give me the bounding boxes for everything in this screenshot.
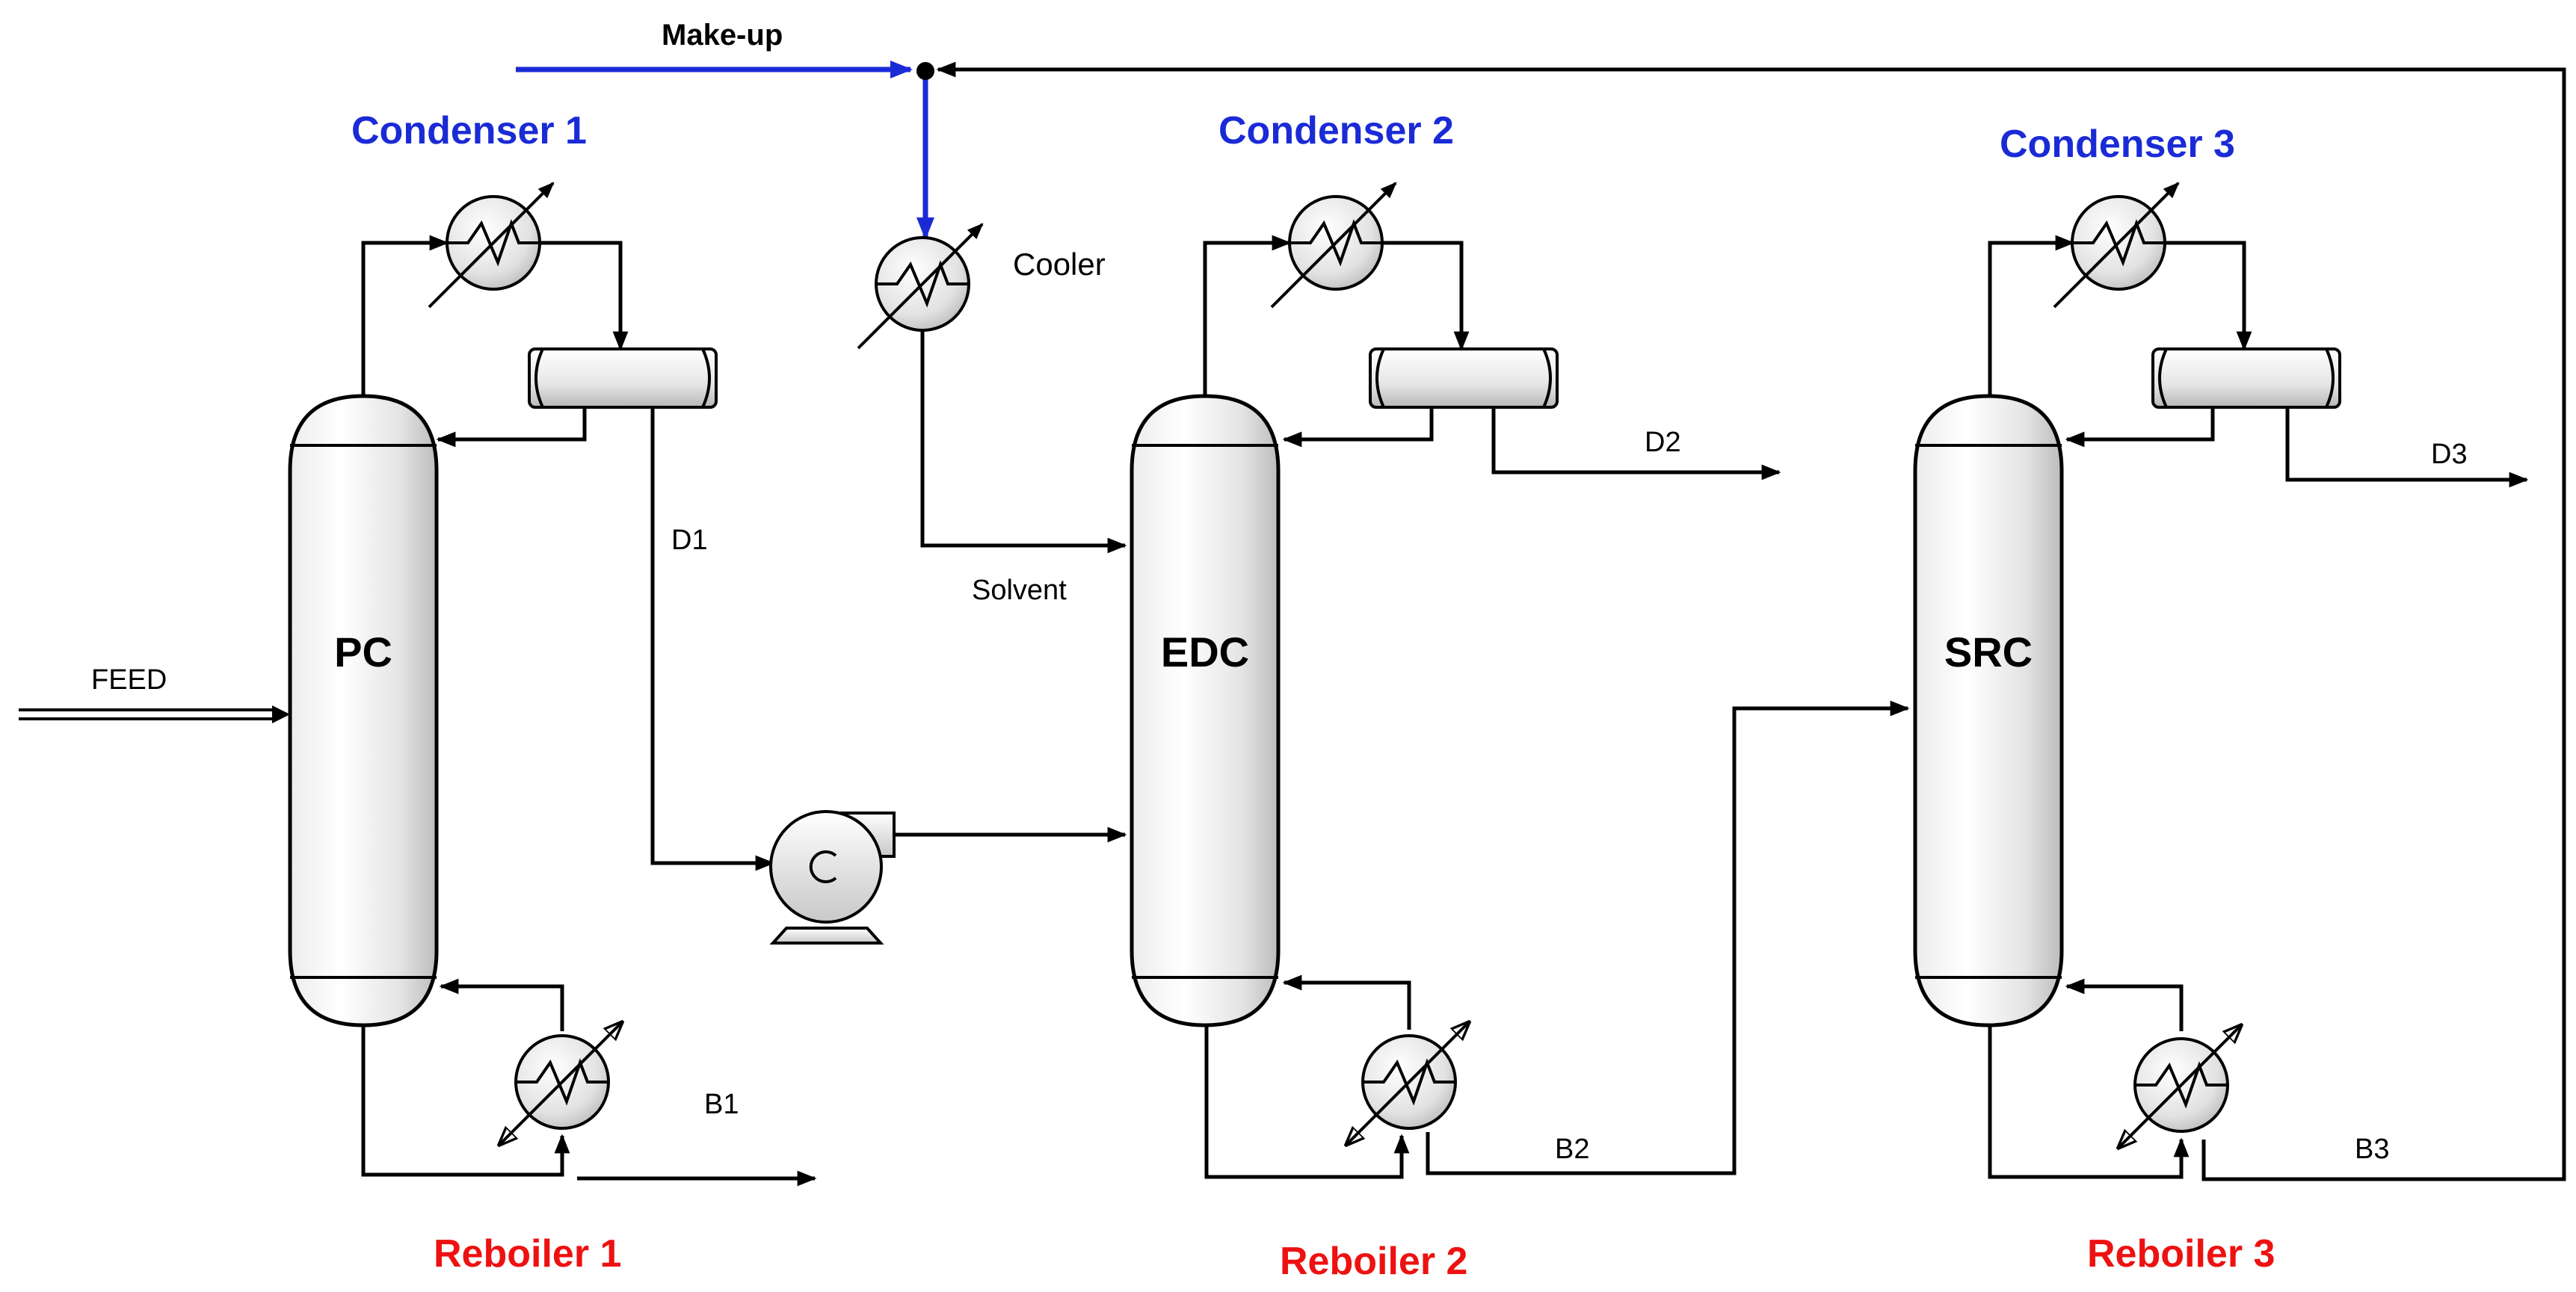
edc-reboiler-return	[1282, 974, 1411, 1030]
drum-right-cap	[2325, 348, 2335, 408]
reflux-drum-icon	[1369, 347, 1559, 409]
pump-base	[769, 927, 884, 945]
hx-arrow	[2053, 182, 2180, 309]
edc-bottoms-to-reboiler	[1204, 1025, 1410, 1179]
condenser-3[interactable]	[2053, 182, 2180, 309]
src-reboiler-return	[2065, 978, 2184, 1031]
reboiler-label-2: Reboiler 2	[1280, 1240, 1467, 1283]
equipment-label-cooler: Cooler	[1013, 247, 1106, 282]
mixer-node-icon	[916, 62, 934, 80]
src-reflux	[2065, 407, 2215, 448]
solvent-feed	[920, 329, 1127, 554]
reflux-drum-3[interactable]	[2151, 347, 2341, 409]
labels: PC EDC SRC Condenser 1 Condenser 2 Conde…	[91, 19, 2468, 1283]
column-label-pc: PC	[334, 628, 392, 676]
reboiler-3[interactable]	[2119, 1025, 2241, 1148]
stream-label-d2: D2	[1645, 427, 1681, 458]
hx-arrow	[1346, 1022, 1469, 1145]
reflux-drum-1[interactable]	[528, 347, 718, 409]
cooler[interactable]	[857, 223, 984, 350]
pc-reboiler-return	[439, 978, 564, 1031]
drum-right-cap	[1542, 348, 1552, 408]
piping	[19, 61, 2566, 1187]
b2-to-src	[1426, 700, 1910, 1175]
condenser2-to-drum	[1382, 241, 1470, 351]
stream-label-makeup: Make-up	[662, 19, 783, 52]
d1-to-pump	[650, 407, 775, 871]
edc-overhead-vapor	[1203, 235, 1292, 395]
stream-label-b1: B1	[704, 1089, 739, 1120]
column-pc[interactable]	[288, 394, 439, 1027]
pc-bottoms-to-reboiler	[361, 1025, 570, 1177]
src-overhead-vapor	[1988, 235, 2075, 395]
distillation-column-icon	[288, 394, 439, 1027]
condenser-2[interactable]	[1270, 182, 1397, 309]
condenser-1[interactable]	[428, 182, 555, 309]
condenser-label-3: Condenser 3	[2000, 123, 2235, 166]
pump-impeller	[809, 850, 837, 883]
reboiler-2[interactable]	[1346, 1022, 1469, 1145]
pump[interactable]	[769, 810, 896, 945]
condenser-label-2: Condenser 2	[1218, 109, 1454, 152]
distillation-column-icon	[1913, 394, 2064, 1027]
src-bottoms-to-reboiler	[1988, 1025, 2190, 1179]
edc-reflux	[1282, 407, 1434, 448]
pc-overhead-vapor	[361, 235, 449, 395]
distillation-column-icon	[1130, 394, 1281, 1027]
hx-arrow	[428, 182, 555, 309]
condenser1-to-drum	[540, 241, 629, 351]
reboiler-1[interactable]	[499, 1022, 622, 1145]
drum-left-cap	[2158, 348, 2168, 408]
condenser3-to-drum	[2164, 241, 2252, 351]
column-label-edc: EDC	[1161, 628, 1249, 676]
hx-arrow	[2119, 1025, 2241, 1148]
stream-label-d1: D1	[671, 525, 708, 556]
reflux-drum-icon	[528, 347, 718, 409]
stream-label-b2: B2	[1555, 1134, 1589, 1165]
stream-label-feed: FEED	[91, 664, 167, 696]
drum-left-cap	[534, 348, 544, 408]
drum-right-cap	[701, 348, 711, 408]
reboiler-label-3: Reboiler 3	[2087, 1232, 2275, 1276]
centrifugal-pump-icon	[769, 810, 883, 924]
reflux-drum-icon	[2151, 347, 2341, 409]
reboiler-label-1: Reboiler 1	[434, 1232, 621, 1276]
column-label-src: SRC	[1944, 628, 2033, 676]
reflux-drum-2[interactable]	[1369, 347, 1559, 409]
hx-arrow	[499, 1022, 622, 1145]
d2-product	[1491, 407, 1781, 480]
column-edc[interactable]	[1130, 394, 1281, 1027]
solvent-recycle	[936, 61, 2566, 1181]
stream-label-b3: B3	[2355, 1134, 2389, 1165]
d3-product	[2285, 407, 2529, 488]
hx-arrow	[857, 223, 984, 350]
drum-left-cap	[1375, 348, 1385, 408]
hx-arrow	[1270, 182, 1397, 309]
column-src[interactable]	[1913, 394, 2064, 1027]
stream-label-solvent: Solvent	[972, 575, 1067, 606]
condenser-label-1: Condenser 1	[351, 109, 587, 152]
pc-reflux	[436, 407, 587, 448]
stream-label-d3: D3	[2431, 439, 2468, 470]
feed-arrowhead	[272, 705, 290, 723]
